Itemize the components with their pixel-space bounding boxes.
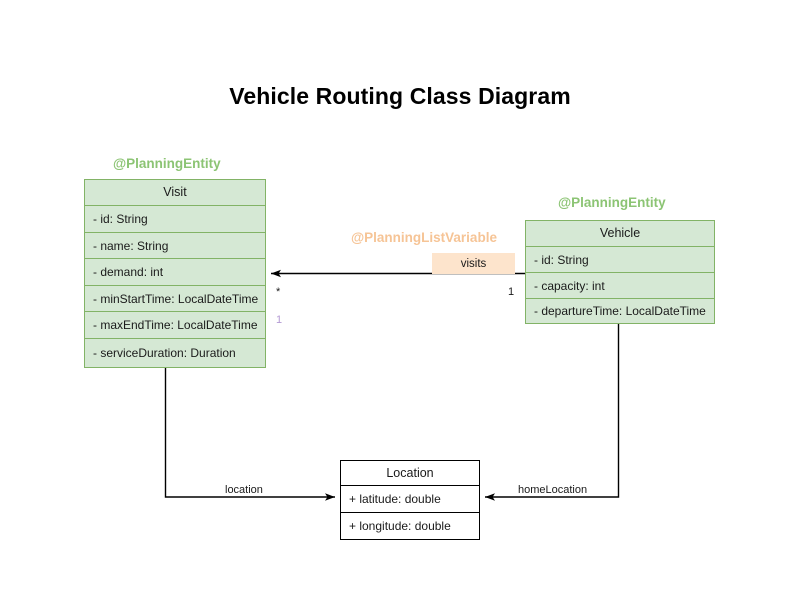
class-attribute: + latitude: double bbox=[341, 485, 479, 512]
class-attribute: - id: String bbox=[526, 246, 714, 272]
association-label-location: location bbox=[225, 484, 263, 496]
edge-vehicle-homelocation bbox=[485, 322, 620, 501]
class-attribute: - departureTime: LocalDateTime bbox=[526, 298, 714, 323]
class-attribute: - maxEndTime: LocalDateTime bbox=[85, 311, 265, 338]
class-name-visit: Visit bbox=[163, 185, 187, 200]
page-title: Vehicle Routing Class Diagram bbox=[229, 83, 571, 109]
class-attribute: - capacity: int bbox=[526, 272, 714, 298]
stereotype-visit-planning-entity: @PlanningEntity bbox=[113, 156, 221, 171]
class-name-location: Location bbox=[386, 465, 434, 480]
class-attribute: - demand: int bbox=[85, 258, 265, 285]
multiplicity-accent: 1 bbox=[276, 314, 283, 326]
stereotype-planning-list-variable: @PlanningListVariable bbox=[351, 230, 497, 245]
class-name-vehicle: Vehicle bbox=[599, 226, 641, 241]
association-label-homelocation: homeLocation bbox=[518, 484, 588, 496]
class-box-visit[interactable]: Visit - id: String - name: String - dema… bbox=[84, 179, 266, 368]
class-attribute: - id: String bbox=[85, 205, 265, 232]
class-attribute: - serviceDuration: Duration bbox=[85, 338, 265, 367]
multiplicity-visit-side: * bbox=[276, 286, 281, 298]
edge-visit-location bbox=[164, 362, 335, 501]
class-attribute: + longitude: double bbox=[341, 512, 479, 539]
multiplicity-vehicle-side: 1 bbox=[508, 286, 515, 298]
association-label-visits: visits bbox=[432, 253, 515, 274]
stereotype-vehicle-planning-entity: @PlanningEntity bbox=[558, 195, 666, 210]
class-attribute: - minStartTime: LocalDateTime bbox=[85, 285, 265, 311]
class-box-vehicle[interactable]: Vehicle - id: String - capacity: int - d… bbox=[525, 220, 715, 324]
class-attribute: - name: String bbox=[85, 232, 265, 258]
class-box-location[interactable]: Location + latitude: double + longitude:… bbox=[340, 460, 480, 540]
